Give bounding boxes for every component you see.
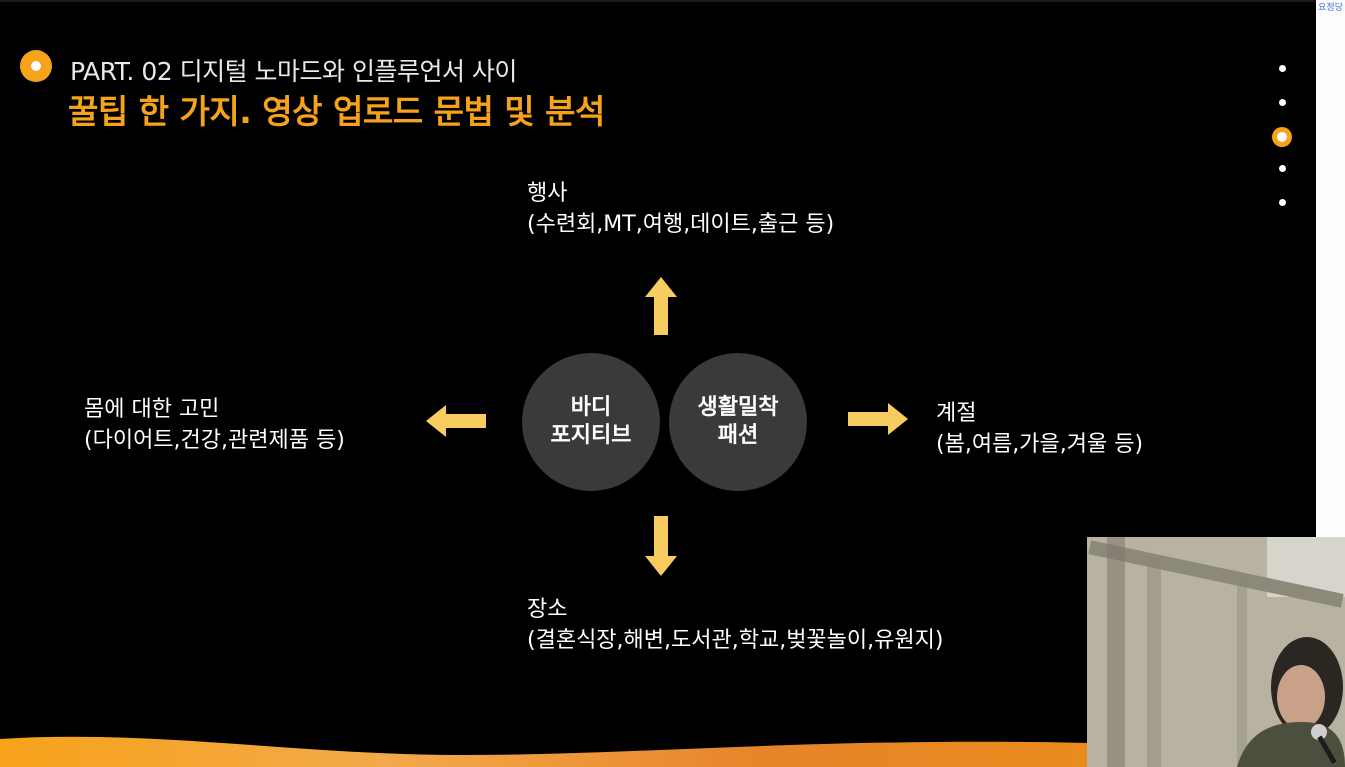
left-branch-title: 몸에 대한 고민 bbox=[84, 397, 220, 422]
slide-title: 꿀팁 한 가지. 영상 업로드 문법 및 분석 bbox=[68, 92, 605, 131]
top-branch-label: 행사 (수련회,MT,여행,데이트,출근 등) bbox=[527, 178, 834, 240]
arrow-down-icon bbox=[645, 516, 677, 576]
corner-watermark: 요정당 bbox=[1318, 3, 1343, 13]
body-positive-circle: 바디 포지티브 bbox=[522, 353, 660, 491]
right-branch-label: 계절 (봄,여름,가을,겨울 등) bbox=[936, 398, 1143, 460]
arrow-right-icon bbox=[848, 403, 908, 435]
part-label: PART. 02 디지털 노마드와 인플루언서 사이 bbox=[70, 57, 517, 86]
lifestyle-fashion-circle: 생활밀착 패션 bbox=[669, 353, 807, 491]
left-branch-detail: (다이어트,건강,관련제품 등) bbox=[84, 428, 345, 453]
top-divider bbox=[0, 0, 1316, 2]
top-branch-detail: (수련회,MT,여행,데이트,출근 등) bbox=[527, 212, 835, 237]
bottom-wave-decoration bbox=[0, 736, 1090, 767]
presenter-video-frame bbox=[1087, 537, 1345, 767]
part-bullet-icon bbox=[20, 50, 52, 82]
nav-dot-1[interactable] bbox=[1279, 65, 1286, 72]
nav-dot-2[interactable] bbox=[1279, 99, 1286, 106]
lifestyle-fashion-label: 생활밀착 패션 bbox=[697, 395, 779, 448]
nav-dot-3-active[interactable] bbox=[1272, 127, 1292, 147]
bottom-branch-detail: (결혼식장,해변,도서관,학교,벚꽃놀이,유원지) bbox=[527, 628, 944, 653]
bottom-branch-label: 장소 (결혼식장,해변,도서관,학교,벚꽃놀이,유원지) bbox=[527, 594, 943, 656]
body-positive-label: 바디 포지티브 bbox=[550, 395, 632, 448]
presentation-slide: PART. 02 디지털 노마드와 인플루언서 사이 꿀팁 한 가지. 영상 업… bbox=[0, 0, 1316, 767]
nav-dot-4[interactable] bbox=[1279, 165, 1286, 172]
right-margin-strip: 요정당 bbox=[1316, 0, 1345, 537]
arrow-left-icon bbox=[426, 405, 486, 437]
nav-dot-5[interactable] bbox=[1279, 199, 1286, 206]
top-branch-title: 행사 bbox=[527, 181, 568, 206]
right-branch-detail: (봄,여름,가을,겨울 등) bbox=[936, 432, 1144, 457]
arrow-up-icon bbox=[645, 277, 677, 335]
bottom-branch-title: 장소 bbox=[527, 597, 568, 622]
right-branch-title: 계절 bbox=[936, 401, 977, 426]
left-branch-label: 몸에 대한 고민 (다이어트,건강,관련제품 등) bbox=[84, 394, 345, 456]
presenter-webcam bbox=[1087, 537, 1345, 767]
